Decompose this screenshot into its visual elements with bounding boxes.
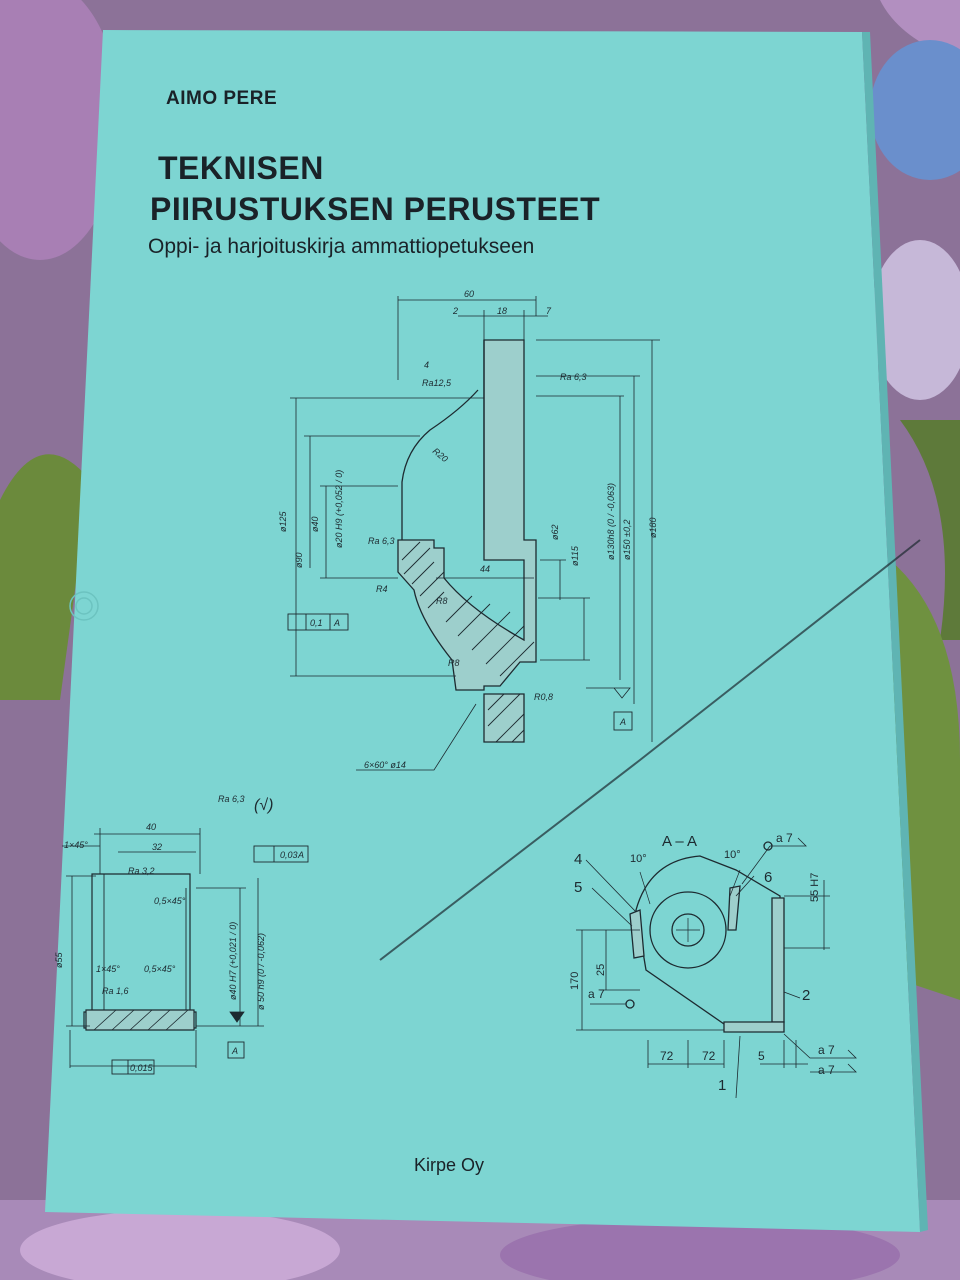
svg-text:ø62: ø62 (550, 524, 560, 540)
svg-text:6×60° ø14: 6×60° ø14 (364, 760, 406, 770)
svg-text:60: 60 (464, 289, 474, 299)
svg-text:1×45°: 1×45° (64, 840, 88, 850)
svg-text:10°: 10° (630, 853, 647, 865)
svg-text:1: 1 (718, 1077, 726, 1094)
svg-text:0,1: 0,1 (310, 618, 323, 628)
svg-text:Ra 1,6: Ra 1,6 (102, 986, 129, 996)
svg-text:R8: R8 (448, 658, 460, 668)
svg-text:1×45°: 1×45° (96, 964, 120, 974)
svg-text:7: 7 (546, 306, 552, 316)
svg-text:A: A (619, 717, 626, 727)
svg-text:R4: R4 (376, 584, 388, 594)
svg-text:ø20 H9 (+0,052 / 0): ø20 H9 (+0,052 / 0) (334, 470, 344, 548)
svg-text:72: 72 (660, 1049, 674, 1063)
svg-text:4: 4 (424, 360, 429, 370)
svg-text:0,03: 0,03 (280, 850, 298, 860)
svg-text:ø125: ø125 (278, 510, 288, 532)
svg-text:(√): (√) (254, 797, 273, 814)
svg-text:5: 5 (574, 879, 582, 896)
svg-text:A – A: A – A (662, 833, 697, 850)
svg-text:170: 170 (569, 972, 581, 990)
svg-text:a 7: a 7 (588, 987, 605, 1001)
main-drawing-labels: 60 2 18 7 4 Ra12,5 Ra 6,3 R20 ø125 ø90 ø… (278, 289, 658, 770)
svg-text:ø150 ±0,2: ø150 ±0,2 (622, 520, 632, 560)
svg-text:6: 6 (764, 869, 772, 886)
svg-text:Ra 6,3: Ra 6,3 (368, 536, 395, 546)
title-line-2: PIIRUSTUKSEN PERUSTEET (150, 191, 601, 227)
svg-text:A: A (297, 850, 304, 860)
svg-text:40: 40 (146, 822, 156, 832)
svg-text:ø40: ø40 (310, 516, 320, 532)
svg-text:10°: 10° (724, 849, 741, 861)
svg-text:ø 50 h9 (0 / -0,062): ø 50 h9 (0 / -0,062) (256, 933, 266, 1010)
svg-text:4: 4 (574, 851, 582, 868)
svg-text:ø130h8 (0 / -0,063): ø130h8 (0 / -0,063) (606, 483, 616, 560)
svg-text:ø40 H7 (+0,021 / 0): ø40 H7 (+0,021 / 0) (228, 922, 238, 1000)
svg-text:25: 25 (595, 964, 607, 976)
svg-text:0,5×45°: 0,5×45° (154, 896, 186, 906)
svg-text:R0,8: R0,8 (534, 692, 553, 702)
svg-text:32: 32 (152, 842, 162, 852)
svg-text:ø90: ø90 (294, 552, 304, 568)
svg-text:5: 5 (758, 1049, 765, 1063)
left-technical-drawing (62, 828, 309, 1075)
author-name: AIMO PERE (166, 88, 278, 109)
svg-text:Ra 3,2: Ra 3,2 (128, 866, 155, 876)
svg-text:a 7: a 7 (776, 831, 793, 845)
svg-text:Ra 6,3: Ra 6,3 (560, 372, 587, 382)
svg-text:2: 2 (452, 306, 458, 316)
svg-text:Ra 6,3: Ra 6,3 (218, 794, 245, 804)
svg-text:ø115: ø115 (570, 545, 580, 566)
publisher-name: Kirpe Oy (414, 1155, 485, 1175)
right-technical-drawing (576, 837, 857, 1099)
left-drawing-labels: Ra 6,3 (√) 40 1×45° 32 Ra 3,2 0,03 A 0,5… (54, 794, 304, 1073)
title-line-1: TEKNISEN (158, 150, 324, 186)
svg-text:A: A (231, 1046, 238, 1056)
main-technical-drawing (287, 296, 660, 771)
svg-text:2: 2 (802, 987, 810, 1004)
svg-text:a 7: a 7 (818, 1063, 835, 1077)
svg-text:A: A (333, 618, 340, 628)
svg-text:Ra12,5: Ra12,5 (422, 378, 452, 388)
svg-text:ø55: ø55 (54, 951, 64, 968)
svg-text:18: 18 (497, 306, 507, 316)
svg-text:a 7: a 7 (818, 1043, 835, 1057)
subtitle: Oppi- ja harjoituskirja ammattiopetuksee… (148, 235, 535, 258)
right-drawing-labels: A – A 10° 10° a 7 4 5 6 55 H7 25 170 a 7… (569, 831, 835, 1094)
svg-text:R8: R8 (436, 596, 448, 606)
svg-text:0,015: 0,015 (130, 1063, 154, 1073)
svg-text:55 H7: 55 H7 (809, 873, 821, 902)
svg-text:44: 44 (480, 564, 490, 574)
svg-text:ø180: ø180 (648, 517, 658, 538)
svg-text:0,5×45°: 0,5×45° (144, 964, 176, 974)
svg-text:72: 72 (702, 1049, 716, 1063)
